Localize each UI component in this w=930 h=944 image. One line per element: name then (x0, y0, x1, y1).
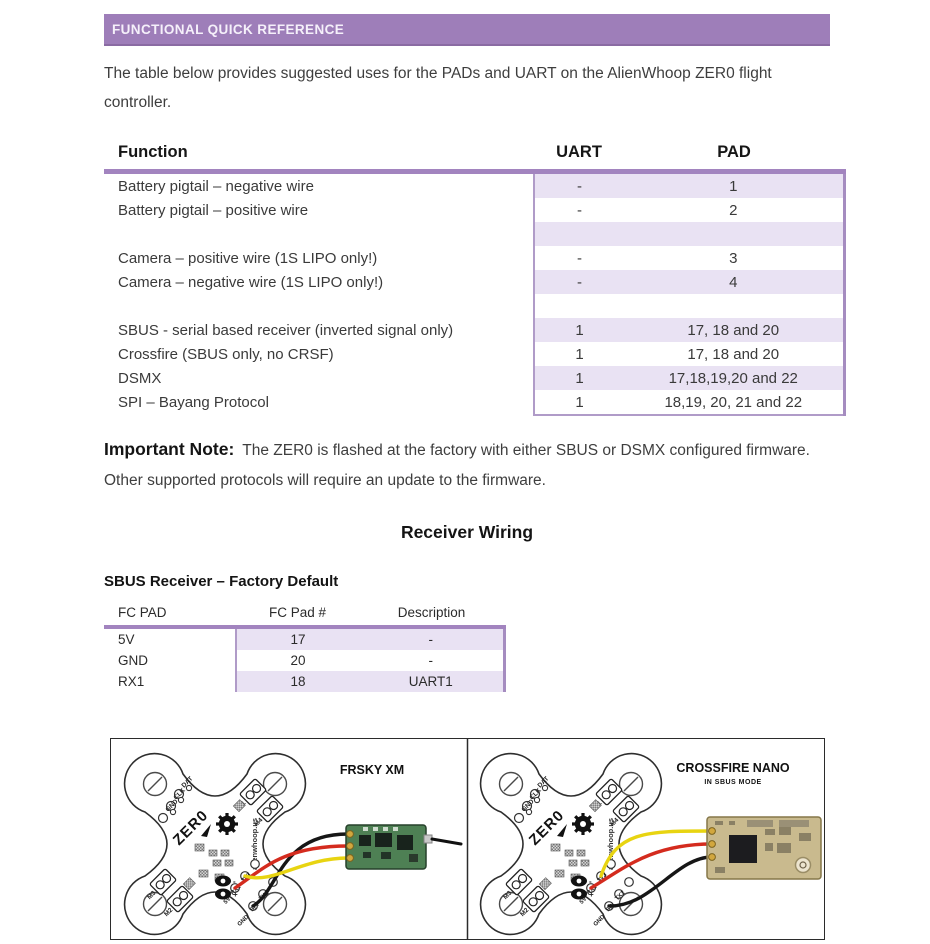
intro-paragraph: The table below provides suggested uses … (104, 65, 772, 111)
cell-function: SBUS - serial based receiver (inverted s… (118, 321, 454, 339)
wire-black (607, 855, 714, 908)
important-note-text: The ZER0 is flashed at the factory with … (104, 442, 810, 489)
col-header-function: Function (104, 143, 534, 174)
col-header-uart: UART (534, 143, 624, 174)
sbus-table-header-row: FC PAD FC Pad # Description (104, 605, 504, 629)
cell-uart: - (533, 171, 624, 198)
cell-pad: 4 (624, 270, 846, 294)
wire-yellow (243, 856, 350, 880)
cell-description: - (359, 650, 506, 671)
crossfire-nano-receiver (706, 816, 822, 880)
cell-pad: 17,18,19,20 and 22 (624, 366, 846, 390)
cell-uart: 1 (533, 342, 624, 366)
sbus-section-title: SBUS Receiver – Factory Default (104, 573, 339, 590)
sbus-pad-table: FC PAD FC Pad # Description 5V 17- GND 20-… (104, 605, 506, 692)
wire-red (233, 844, 350, 890)
col-header-fc-pad-num: FC Pad # (236, 605, 359, 629)
table-row: Battery pigtail – positive wire -2 (104, 198, 846, 222)
cell-uart: - (533, 246, 624, 270)
cell-pad-num: 18 (235, 671, 359, 692)
table-row: GND 20- (104, 650, 506, 671)
cell-fc-pad: 5V (118, 632, 135, 647)
table-row: Battery pigtail – negative wire -1 (104, 171, 846, 198)
document-page: FUNCTIONAL QUICK REFERENCE The table bel… (104, 0, 846, 940)
wiring-diagram-svg: DAT CLK GND ZER0 (122, 739, 822, 939)
important-note-label: Important Note: (104, 439, 235, 459)
cell-pad (624, 294, 846, 318)
cell-uart: - (533, 270, 624, 294)
cell-function: SPI – Bayang Protocol (118, 394, 269, 411)
cell-pad: 3 (624, 246, 846, 270)
cell-uart (533, 294, 624, 318)
important-note: Important Note:The ZER0 is flashed at th… (104, 434, 830, 496)
ufl-antenna-connector (794, 856, 812, 874)
function-table: Function UART PAD Battery pigtail – nega… (104, 143, 846, 416)
table-row: Camera – positive wire (1S LIPO only!) -3 (104, 246, 846, 270)
function-table-header-row: Function UART PAD (104, 143, 844, 174)
cell-fc-pad: GND (118, 653, 148, 668)
table-row: SBUS - serial based receiver (inverted s… (104, 318, 846, 342)
col-header-pad: PAD (624, 143, 844, 174)
cell-function: Crossfire (SBUS only, no CRSF) (118, 345, 334, 363)
cell-function: Camera – positive wire (1S LIPO only!) (118, 249, 378, 267)
cell-function: Camera – negative wire (1S LIPO only!) (118, 273, 384, 291)
panel-title-crossfire: CROSSFIRE NANO (676, 761, 789, 775)
panel-title-frsky: FRSKY XM (340, 763, 404, 777)
cell-description: - (359, 627, 506, 650)
frsky-xm-receiver (345, 824, 463, 870)
cell-function: DSMX (118, 369, 162, 387)
cell-uart: - (533, 198, 624, 222)
cell-function: Battery pigtail – positive wire (118, 201, 309, 219)
cell-function: Battery pigtail – negative wire (118, 177, 314, 195)
section-header-bar: FUNCTIONAL QUICK REFERENCE (104, 14, 830, 46)
wire-yellow (599, 829, 714, 878)
cell-pad (624, 222, 846, 246)
col-header-fc-pad: FC PAD (104, 605, 236, 629)
cell-function (104, 294, 534, 318)
cell-pad: 18,19, 20, 21 and 22 (624, 390, 846, 416)
cell-pad-num: 20 (235, 650, 359, 671)
panel-subtitle-crossfire: IN SBUS MODE (704, 779, 761, 786)
cell-uart (533, 222, 624, 246)
cell-pad: 17, 18 and 20 (624, 342, 846, 366)
cell-fc-pad: RX1 (118, 674, 145, 689)
table-row: Camera – negative wire (1S LIPO only!) -4 (104, 270, 846, 294)
cell-uart: 1 (533, 366, 624, 390)
cell-pad: 2 (624, 198, 846, 222)
cell-pad: 1 (624, 171, 846, 198)
panel-frsky: FRSKY XM (122, 751, 463, 937)
section-header-title: FUNCTIONAL QUICK REFERENCE (112, 21, 345, 37)
col-header-description: Description (359, 605, 504, 629)
cell-pad: 17, 18 and 20 (624, 318, 846, 342)
cell-pad-num: 17 (235, 627, 359, 650)
panel-crossfire: CROSSFIRE NANO IN SBUS MODE (478, 751, 822, 937)
wire-red (589, 842, 714, 890)
cell-description: UART1 (359, 671, 506, 692)
cell-uart: 1 (533, 318, 624, 342)
cell-function (104, 222, 534, 246)
table-row (104, 222, 846, 246)
wire-black (251, 832, 350, 908)
table-row (104, 294, 846, 318)
cell-uart: 1 (533, 390, 624, 416)
receiver-wiring-title: Receiver Wiring (400, 522, 534, 542)
antenna-wire (430, 837, 463, 846)
wiring-diagram: DAT CLK GND ZER0 (110, 738, 825, 940)
table-row: 5V 17- (104, 627, 506, 650)
